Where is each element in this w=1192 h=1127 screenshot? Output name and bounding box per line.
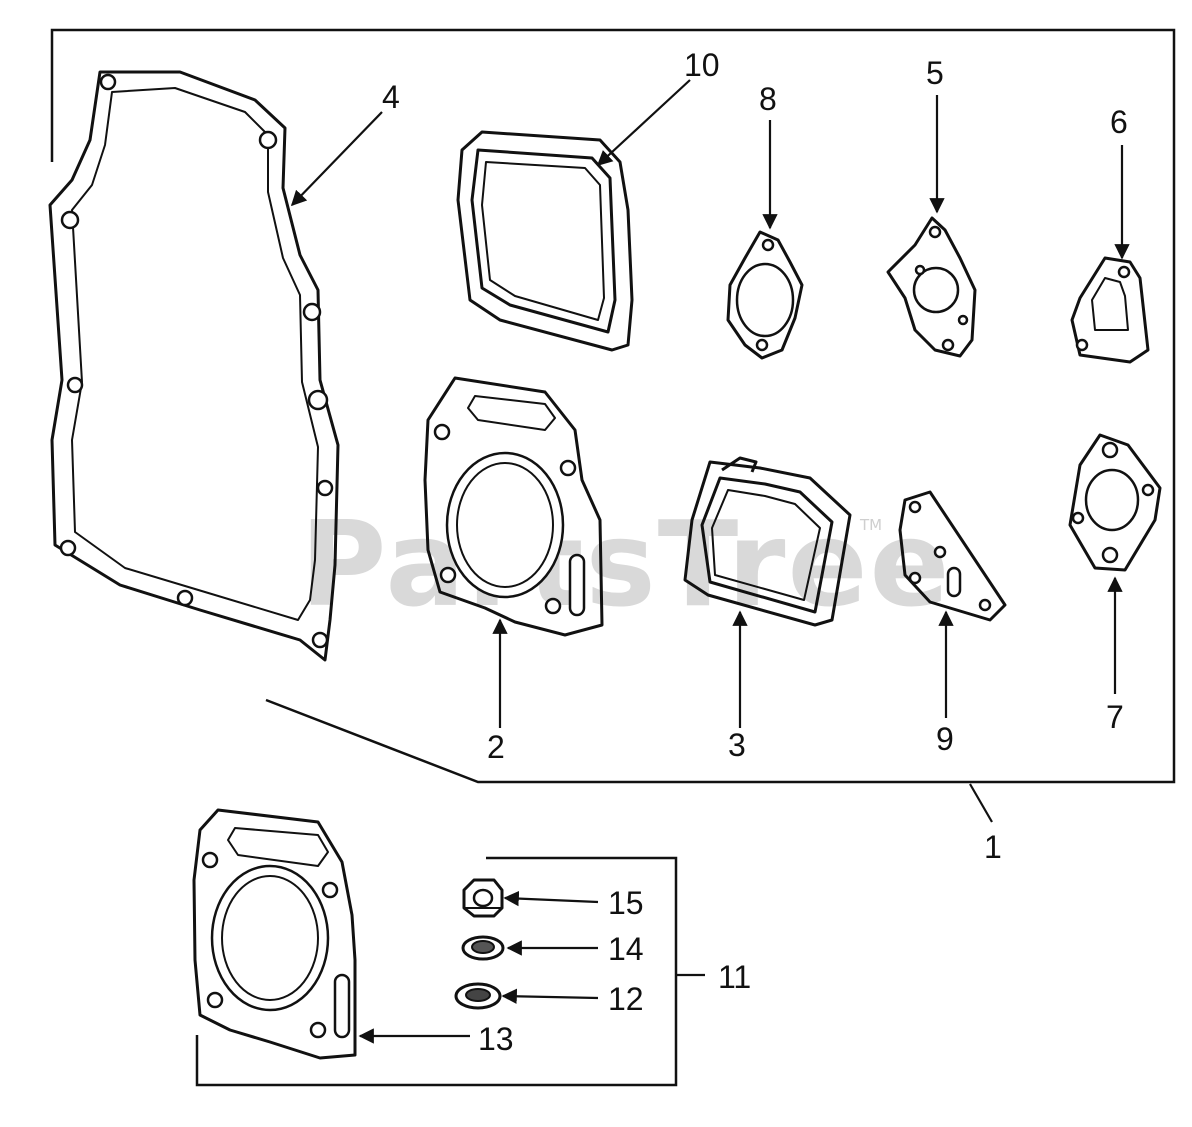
gasket-5[interactable]	[886, 216, 977, 358]
gasket-8[interactable]	[726, 230, 804, 360]
callout-11[interactable]: 11	[718, 959, 751, 995]
callout-2[interactable]: 2	[487, 729, 505, 765]
head-gasket[interactable]	[423, 376, 604, 637]
callout-labels: 1 2 3 4 5 6 7 8 9 10 11 12 13 14 15	[382, 47, 1128, 1057]
callout-1[interactable]: 1	[984, 829, 1002, 865]
valve-cover-gasket[interactable]	[456, 130, 634, 352]
callout-13[interactable]: 13	[478, 1021, 514, 1057]
callout-7[interactable]: 7	[1106, 699, 1124, 735]
head-gasket-sub[interactable]	[192, 808, 357, 1060]
watermark-trademark: TM	[859, 516, 882, 534]
valve-washer[interactable]	[461, 935, 505, 961]
valve-nut[interactable]	[462, 878, 504, 918]
callout-6[interactable]: 6	[1110, 104, 1128, 140]
callout-3[interactable]: 3	[728, 727, 746, 763]
gasket-3[interactable]	[683, 456, 852, 627]
gasket-7[interactable]	[1068, 433, 1162, 572]
callout-8[interactable]: 8	[759, 81, 777, 117]
callout-9[interactable]: 9	[936, 721, 954, 757]
watermark-text: PartsTree	[300, 495, 952, 633]
callout-12[interactable]: 12	[608, 981, 644, 1017]
gasket-6[interactable]	[1070, 256, 1150, 364]
gasket-9[interactable]	[898, 490, 1007, 622]
callout-4[interactable]: 4	[382, 79, 400, 115]
crankcase-gasket[interactable]	[48, 70, 340, 662]
callout-5[interactable]: 5	[926, 55, 944, 91]
kit-frame-sub	[195, 856, 678, 1087]
callout-10[interactable]: 10	[684, 47, 720, 83]
valve-seal[interactable]	[454, 982, 502, 1010]
callout-14[interactable]: 14	[608, 931, 644, 967]
leader-lines	[290, 79, 1130, 1044]
callout-15[interactable]: 15	[608, 885, 644, 921]
kit-frame-main	[50, 28, 1176, 784]
